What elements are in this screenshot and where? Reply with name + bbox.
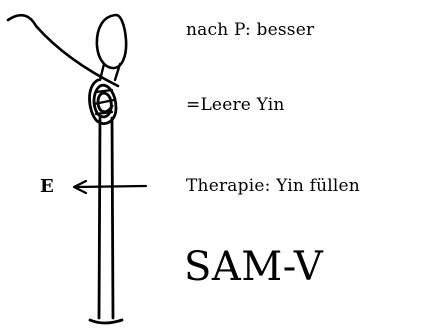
body-line-left [97,116,102,320]
note-after-treatment: nach P: besser [186,20,315,40]
neck-line-right [113,62,122,82]
scribble-knot [88,78,118,125]
note-diagnosis: =Leere Yin [186,95,285,115]
feet-line [88,318,124,325]
code-label: SAM-V [184,244,324,290]
neck-line-left [98,62,106,82]
note-therapy: Therapie: Yin füllen [186,176,360,196]
head-oval [95,13,128,70]
arrow-shaft [74,184,148,189]
body-line-right [110,116,115,320]
diagonal-stroke [6,13,120,88]
acupuncture-meridian-sketch [6,13,148,325]
left-direction-label: E [40,176,54,197]
arrow-head [72,179,88,195]
scribble-knot-inner [92,88,116,116]
